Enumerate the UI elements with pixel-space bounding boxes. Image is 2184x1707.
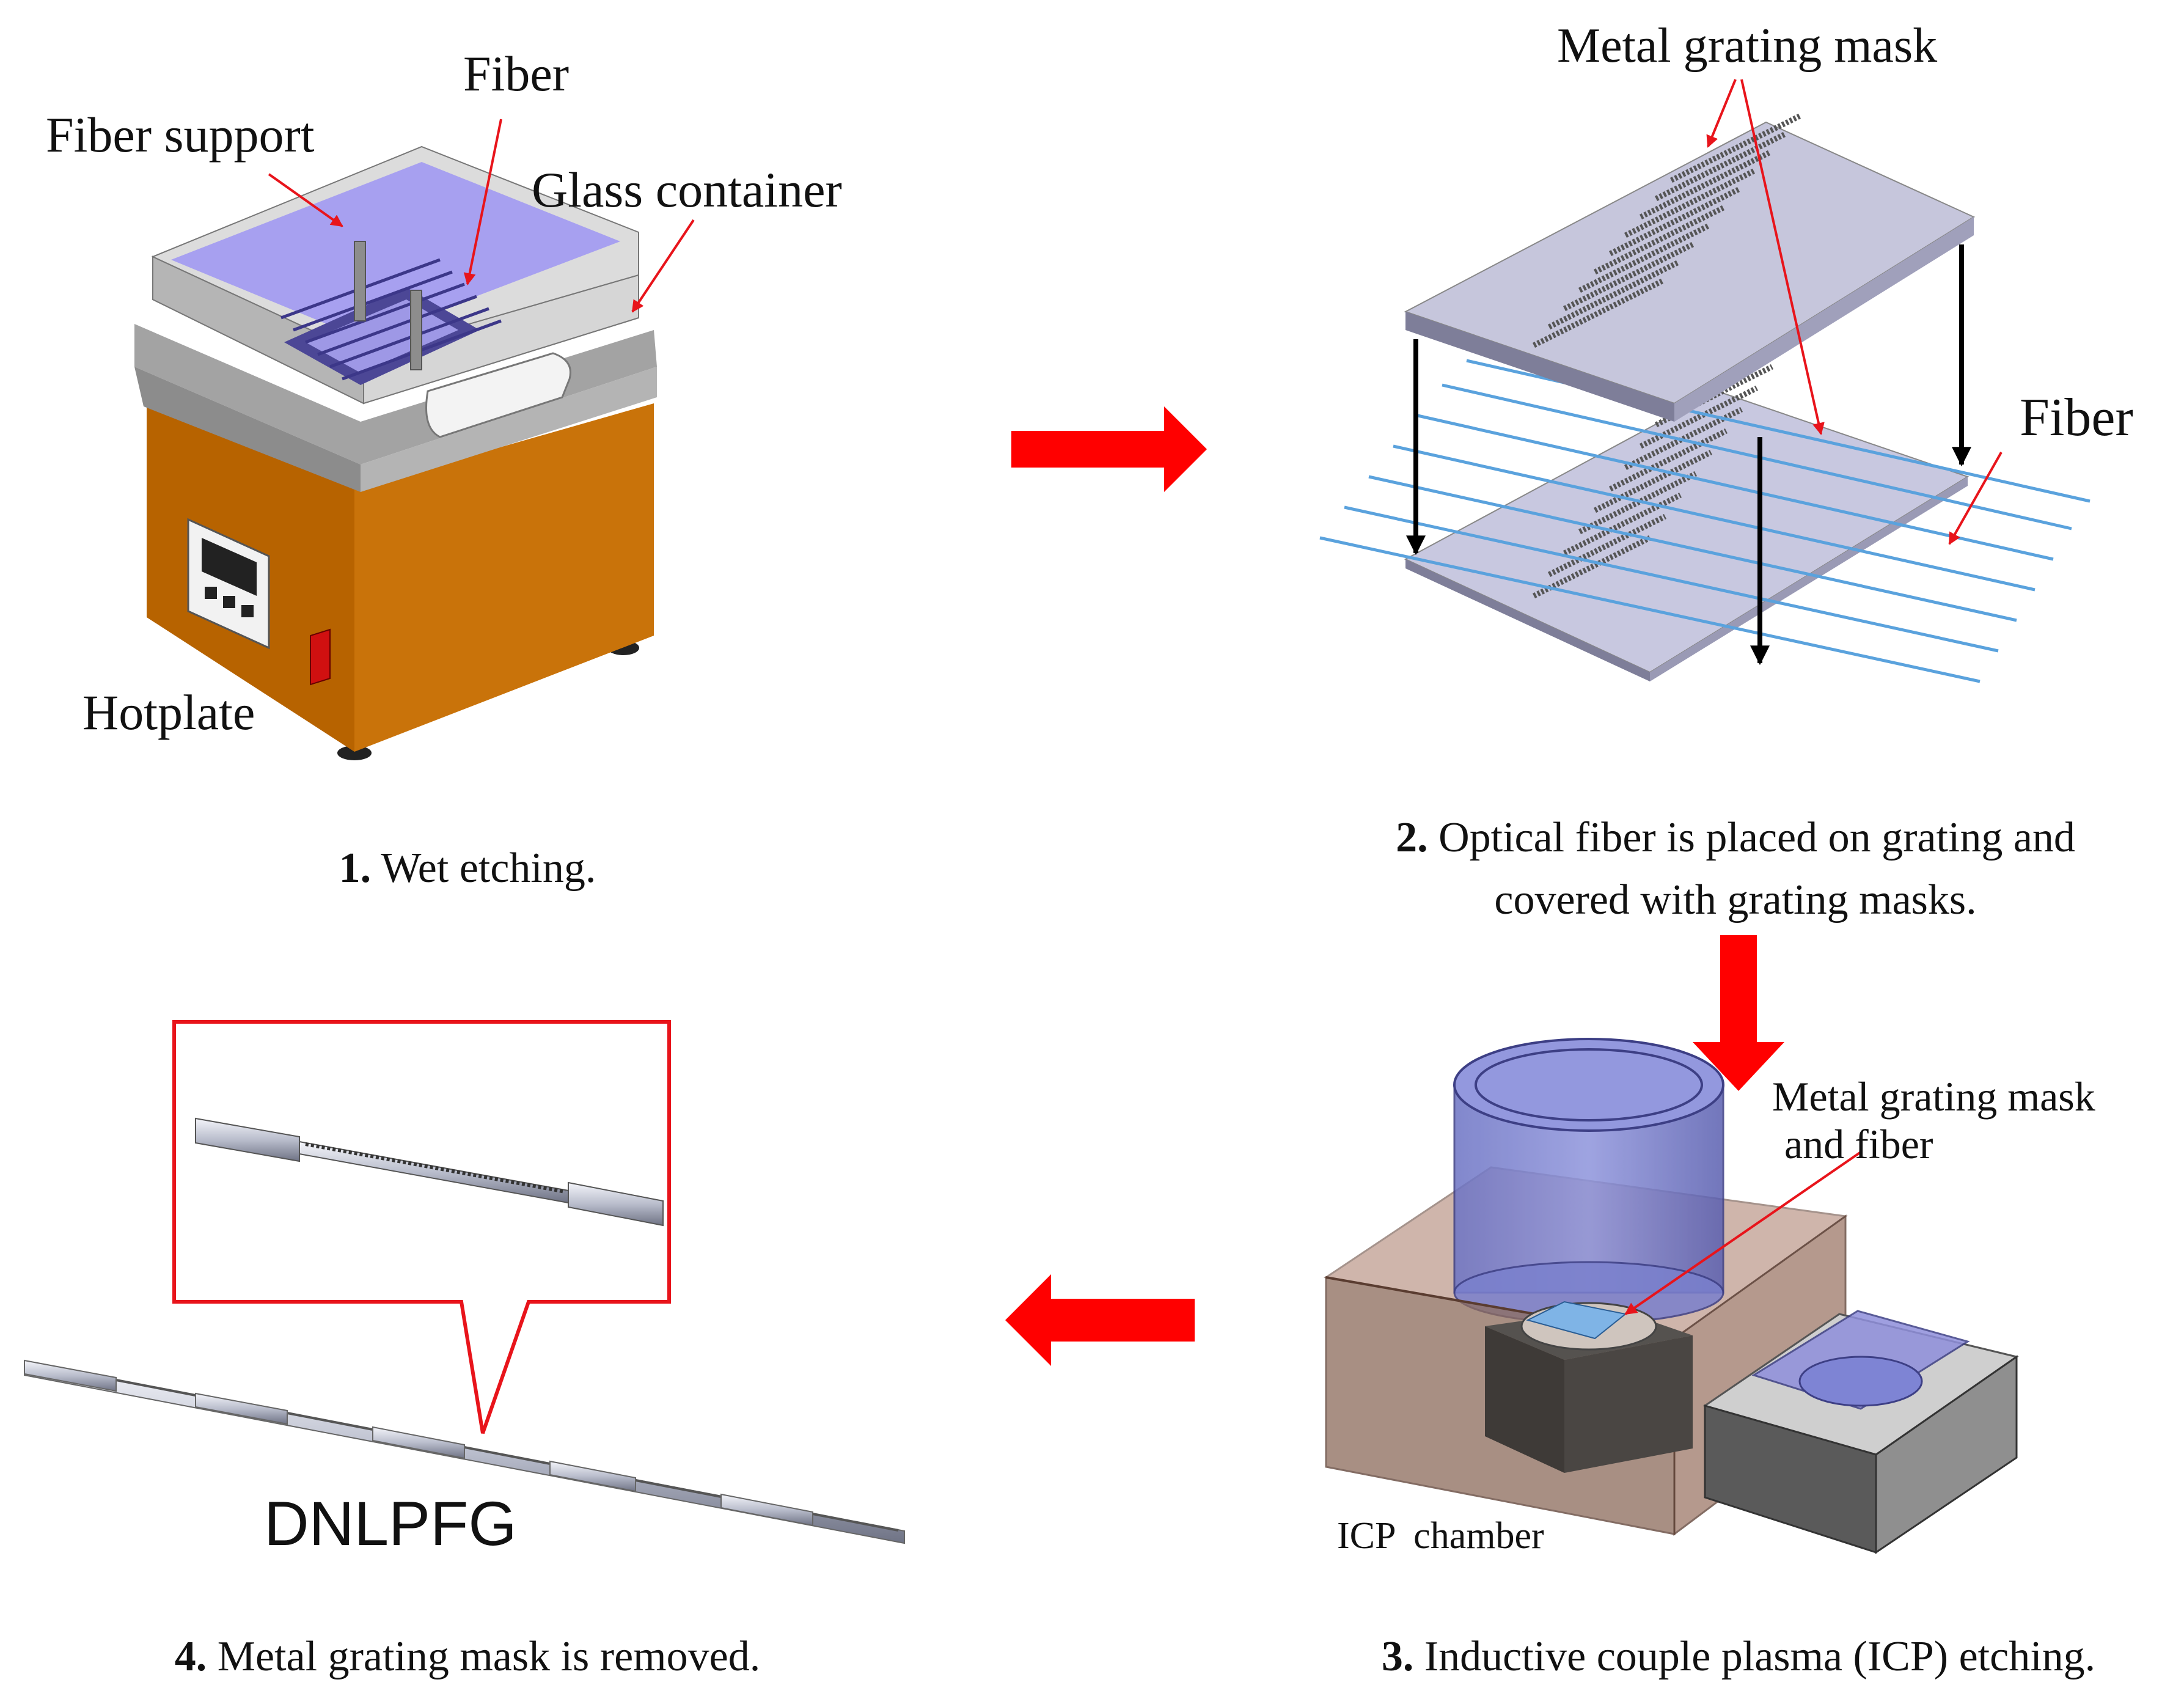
panel1-callout-arrows: [268, 119, 695, 313]
caption-step-1: 1. Wet etching.: [183, 837, 752, 900]
flow-arrow-down: [1693, 935, 1784, 1091]
flow-arrow-left: [1005, 1274, 1195, 1366]
hotplate-label: Hotplate: [82, 685, 255, 740]
icp-chamber-illustration: [1324, 1038, 2019, 1554]
caption-step-2-line1: 2. Optical fiber is placed on grating an…: [1302, 807, 2169, 869]
caption-step-2-text: Optical fiber is placed on grating and: [1427, 814, 2075, 861]
dnlpfg-illustration: [24, 1020, 905, 1544]
panel2-callout-arrows: [1706, 79, 2003, 545]
zoomed-fiber: [195, 1117, 664, 1227]
caption-step-4-text: Metal grating mask is removed.: [207, 1633, 761, 1680]
flow-arrow-right: [1011, 406, 1207, 492]
zoom-callout: [172, 1020, 671, 1434]
grating-assembly: [1319, 113, 2091, 683]
fiber-support-label: Fiber support: [46, 107, 315, 163]
panel3-callout-arrow: [1624, 1151, 1862, 1315]
caption-step-1-number: 1.: [339, 845, 372, 892]
caption-step-4: 4. Metal grating mask is removed.: [86, 1626, 849, 1688]
caption-step-3-number: 3.: [1381, 1633, 1414, 1680]
metal-grating-mask-label: Metal grating mask: [1557, 19, 1938, 73]
mask-and-fiber-label-line2: and fiber: [1784, 1121, 1933, 1167]
caption-step-2-line2: covered with grating masks.: [1494, 876, 1977, 923]
hotplate-illustration: [134, 145, 657, 760]
fiber-label-2: Fiber: [2020, 388, 2133, 447]
dnlpfg-label: DNLPFG: [264, 1489, 517, 1558]
caption-step-4-number: 4.: [174, 1633, 207, 1680]
glass-container-label: Glass container: [532, 162, 842, 218]
caption-step-3-text: Inductive couple plasma (ICP) etching.: [1413, 1633, 2096, 1680]
caption-step-3: 3. Inductive couple plasma (ICP) etching…: [1295, 1626, 2182, 1688]
caption-step-2: 2. Optical fiber is placed on grating an…: [1302, 807, 2169, 931]
fiber-label: Fiber: [463, 46, 570, 101]
mask-and-fiber-label-line1: Metal grating mask: [1772, 1073, 2095, 1120]
icp-chamber-label: ICP chamber: [1337, 1515, 1544, 1557]
caption-step-1-text: Wet etching.: [371, 845, 596, 892]
caption-step-2-number: 2.: [1396, 814, 1428, 861]
